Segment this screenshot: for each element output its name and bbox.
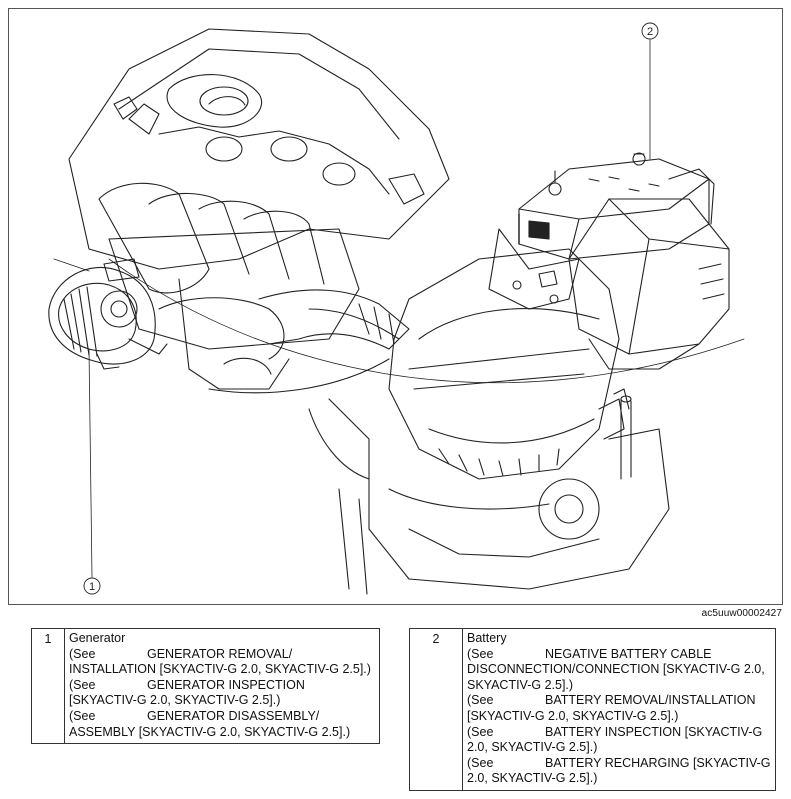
engine-bay-illustration: 1 2	[8, 8, 783, 605]
air-cleaner	[388, 248, 630, 480]
ref-link-battery-inspection[interactable]: BATTERY INSPECTION [SKYACTIV-G 2.0, SKYA…	[467, 724, 763, 755]
engine-head	[68, 28, 450, 270]
battery-drawing	[488, 152, 730, 370]
callout-2: 2	[641, 22, 659, 40]
legend-number: 1	[31, 627, 65, 745]
legend-title: Battery	[467, 631, 507, 645]
figure-id: ac5uuw00002427	[701, 608, 782, 619]
ref-link-negative-battery-cable[interactable]: NEGATIVE BATTERY CABLE DISCONNECTION/CON…	[467, 646, 765, 692]
generator-drawing	[48, 258, 168, 370]
transaxle	[308, 398, 670, 595]
ref-link-generator-inspection[interactable]: GENERATOR INSPECTION [SKYACTIV-G 2.0, SK…	[69, 677, 305, 708]
ref-link-generator-removal[interactable]: GENERATOR REMOVAL/ INSTALLATION [SKYACTI…	[69, 646, 371, 677]
engine-line-drawing: 1 2	[48, 22, 745, 595]
intake-duct	[208, 289, 410, 394]
ref-link-generator-disassembly[interactable]: GENERATOR DISASSEMBLY/ ASSEMBLY [SKYACTI…	[69, 708, 351, 739]
dipstick-tube	[620, 395, 632, 480]
ref-link-battery-recharging[interactable]: BATTERY RECHARGING [SKYACTIV-G 2.0, SKYA…	[467, 755, 771, 786]
ref-link-battery-removal[interactable]: BATTERY REMOVAL/INSTALLATION [SKYACTIV-G…	[467, 693, 756, 723]
callout-2-number: 2	[647, 26, 653, 38]
callout-1-leader	[88, 348, 93, 578]
legend-title: Generator	[69, 631, 126, 645]
callout-1: 1	[83, 577, 101, 595]
callout-1-number: 1	[89, 581, 95, 593]
legend-number: 2	[409, 628, 463, 791]
intake-outline	[108, 258, 745, 384]
intake-manifold	[98, 182, 360, 390]
